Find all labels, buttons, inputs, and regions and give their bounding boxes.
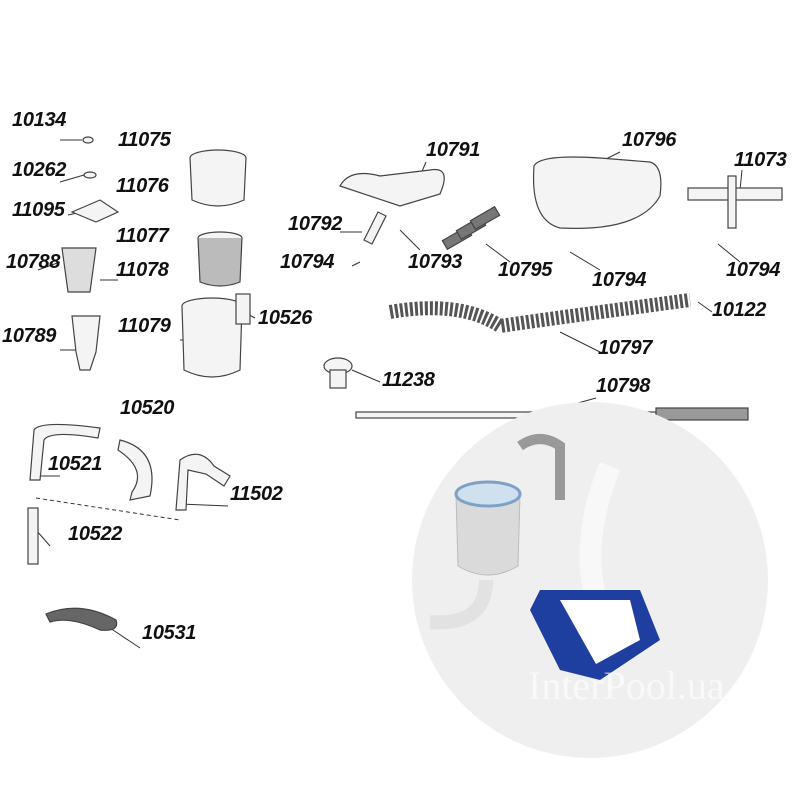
part-label: 10797: [598, 337, 653, 359]
part-label: 11238: [382, 369, 435, 391]
part-label: 10796: [622, 129, 677, 151]
part-label: 10262: [12, 159, 67, 181]
part-label: 11502: [230, 483, 283, 505]
part-label: 10134: [12, 109, 67, 131]
part-label: 11075: [118, 129, 171, 151]
part-label: 10793: [408, 251, 463, 273]
part-label: 10795: [498, 259, 553, 281]
part-label: 10791: [426, 139, 481, 161]
part-label: 10531: [142, 622, 197, 644]
part-label: 10798: [596, 375, 651, 397]
part-label: 10794: [280, 251, 335, 273]
part-label: 11095: [12, 199, 65, 221]
vacuum-photo: [530, 461, 660, 680]
part-label: 11076: [116, 175, 169, 197]
part-label: 11078: [116, 259, 169, 281]
part-label: 10789: [2, 325, 57, 347]
skimmer-photo: [429, 434, 565, 630]
part-label: 11079: [118, 315, 171, 337]
part-label: 10522: [68, 523, 123, 545]
part-label: 10526: [258, 307, 313, 329]
part-label: 10788: [6, 251, 61, 273]
part-label: 10792: [288, 213, 343, 235]
part-label: 10521: [48, 453, 103, 475]
part-label: 11073: [734, 149, 787, 171]
part-label: 10794: [726, 259, 781, 281]
part-label: 10794: [592, 269, 647, 291]
part-label: 11077: [116, 225, 169, 247]
part-label: 10520: [120, 397, 175, 419]
watermark: InterPool.ua: [528, 663, 725, 708]
part-label: 10122: [712, 299, 767, 321]
